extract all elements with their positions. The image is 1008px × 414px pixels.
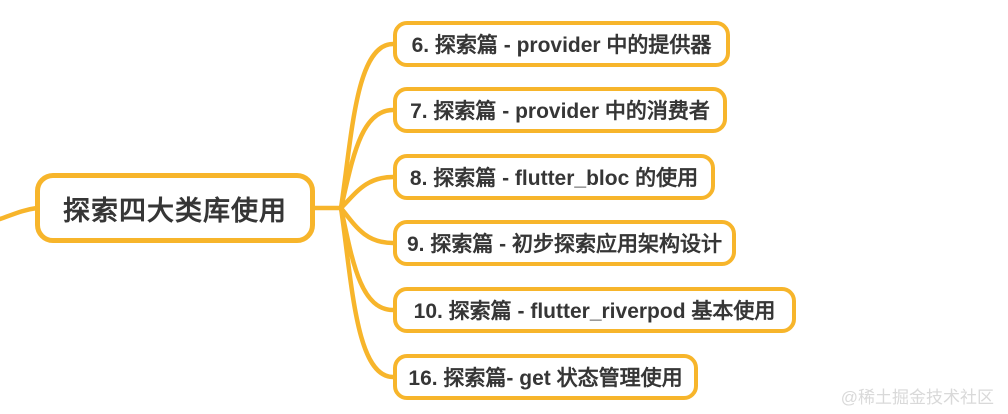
child-node-label: 8. 探索篇 - flutter_bloc 的使用 [409,167,699,190]
connector-branch-6 [338,41,396,211]
connector-branch-16 [338,205,396,380]
watermark: @稀土掘金技术社区 [840,388,994,407]
connector-branch-9 [338,205,396,246]
connector-branch-7 [338,107,396,211]
root-node[interactable]: 探索四大类库使用 [35,173,315,243]
connector-branch-8 [338,174,396,211]
child-node-label: 16. 探索篇- get 状态管理使用 [408,367,683,390]
child-node-8[interactable]: 8. 探索篇 - flutter_bloc 的使用 [393,154,715,200]
child-node-16[interactable]: 16. 探索篇- get 状态管理使用 [393,354,698,400]
child-node-label: 10. 探索篇 - flutter_riverpod 基本使用 [413,300,776,323]
child-node-label: 9. 探索篇 - 初步探索应用架构设计 [406,233,722,256]
connector-parent-entry [0,205,40,222]
connector-branch-10 [338,205,396,313]
child-node-7[interactable]: 7. 探索篇 - provider 中的消费者 [393,87,727,133]
child-node-10[interactable]: 10. 探索篇 - flutter_riverpod 基本使用 [393,287,796,333]
child-node-label: 6. 探索篇 - provider 中的提供器 [411,34,712,57]
child-node-9[interactable]: 9. 探索篇 - 初步探索应用架构设计 [393,220,736,266]
child-node-label: 7. 探索篇 - provider 中的消费者 [410,100,710,123]
root-node-label: 探索四大类库使用 [63,195,287,226]
child-node-6[interactable]: 6. 探索篇 - provider 中的提供器 [393,21,730,67]
